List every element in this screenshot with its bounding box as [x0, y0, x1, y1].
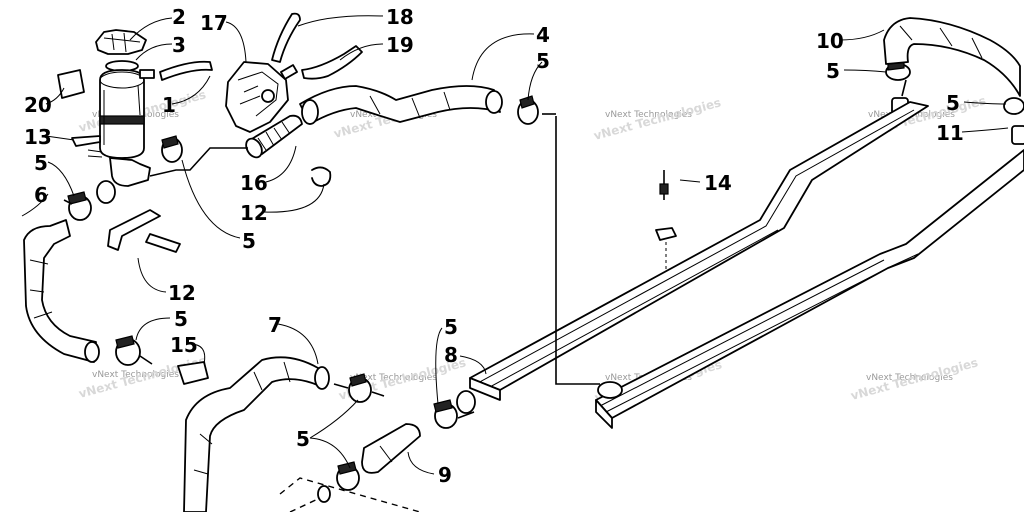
watermark: vNext Technologies — [605, 110, 692, 120]
watermark: vNext Technologies — [866, 373, 953, 383]
heat-exchanger-right — [595, 149, 1024, 429]
callout-20: 20 — [24, 93, 52, 117]
radiator-hose-10 — [883, 17, 1021, 97]
callout-9: 9 — [438, 463, 452, 487]
outlet-neck — [96, 180, 116, 204]
callout-5: 5 — [444, 315, 458, 339]
overflow-spout — [139, 69, 155, 79]
bottle-band — [99, 115, 145, 125]
callout-19: 19 — [386, 33, 414, 57]
callout-3: 3 — [172, 33, 186, 57]
exchanger-outlet — [597, 381, 623, 399]
mounting-bolt — [655, 170, 677, 270]
callout-5: 5 — [174, 307, 188, 331]
connector — [456, 390, 476, 414]
mounting-strap — [71, 135, 101, 147]
callout-4: 4 — [536, 23, 550, 47]
callout-12: 12 — [240, 201, 268, 225]
callout-14: 14 — [704, 171, 732, 195]
callout-5: 5 — [536, 49, 550, 73]
corrugated-hose — [245, 114, 303, 159]
callout-5: 5 — [826, 59, 840, 83]
hose-9 — [361, 423, 421, 474]
coolant-bottle — [99, 69, 145, 159]
bottle-outlet — [109, 157, 151, 187]
callout-5: 5 — [946, 91, 960, 115]
hose-clamps — [67, 61, 1024, 503]
small-hose-19 — [301, 45, 363, 80]
exchanger-fitting — [1011, 125, 1024, 145]
bracket-tab — [145, 233, 181, 253]
callout-12: 12 — [168, 281, 196, 305]
callout-5: 5 — [242, 229, 256, 253]
callout-5: 5 — [296, 427, 310, 451]
callout-17: 17 — [200, 11, 228, 35]
overflow-hose — [159, 60, 213, 81]
callout-5: 5 — [34, 151, 48, 175]
assembly-lines — [63, 79, 907, 419]
lower-hose-7 — [183, 356, 330, 512]
callout-2: 2 — [172, 5, 186, 29]
heat-exchanger-left — [469, 101, 929, 401]
retaining-clip — [311, 166, 332, 187]
watermark: vNext Technologies — [350, 373, 437, 383]
thermostat-housing — [225, 61, 298, 133]
callout-18: 18 — [386, 5, 414, 29]
bracket — [107, 209, 161, 251]
coolant-tank-assembly — [57, 29, 213, 204]
lower-hose-6 — [23, 219, 100, 363]
clamp — [1003, 97, 1024, 115]
clamp — [317, 485, 331, 503]
callout-16: 16 — [240, 171, 268, 195]
callout-7: 7 — [268, 313, 282, 337]
upper-coolant-hose — [299, 85, 503, 125]
callout-labels: 2 3 17 18 19 4 5 10 5 5 11 20 1 13 5 6 1… — [24, 5, 964, 487]
label-tag — [57, 69, 85, 99]
leader-lines — [21, 15, 1009, 475]
hose-clip-15 — [177, 361, 209, 385]
callout-15: 15 — [170, 333, 198, 357]
callout-11: 11 — [936, 121, 964, 145]
callout-1: 1 — [162, 93, 176, 117]
callout-13: 13 — [24, 125, 52, 149]
callout-10: 10 — [816, 29, 844, 53]
small-hose-18 — [271, 12, 301, 63]
callout-8: 8 — [444, 343, 458, 367]
watermark: vNext Technologies — [92, 370, 179, 380]
frame-outline — [279, 477, 421, 512]
callout-6: 6 — [34, 183, 48, 207]
